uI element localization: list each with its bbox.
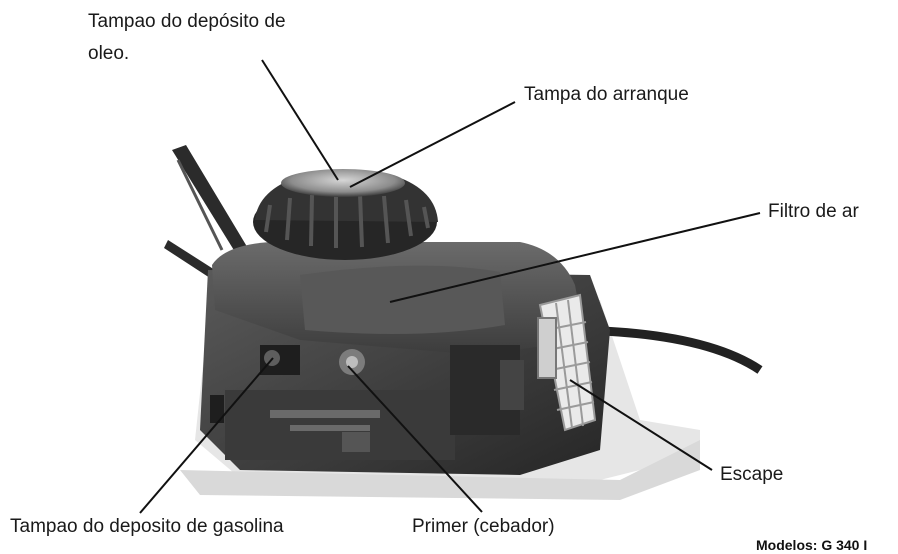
leader-fuel-cap: [139, 357, 274, 514]
oil-cap-label-line1: Tampao do depósito de: [88, 11, 286, 32]
starter-cover: [253, 169, 438, 260]
leader-starter-cover: [349, 101, 516, 188]
exhaust-label: Escape: [720, 464, 784, 485]
primer-label: Primer (cebador): [412, 516, 555, 537]
leader-air-filter: [389, 212, 761, 303]
leader-exhaust: [569, 379, 713, 471]
oil-cap-label-line2: oleo.: [88, 43, 130, 64]
leader-lines: [139, 59, 761, 514]
leader-oil-cap: [261, 59, 339, 181]
fuel-cap-label: Tampao do deposito de gasolina: [10, 516, 284, 537]
mower-handle: [164, 145, 252, 278]
starter-cover-label: Tampa do arranque: [524, 84, 689, 105]
oil-cap: [281, 169, 405, 197]
air-filter-label: Filtro de ar: [768, 201, 859, 222]
exhaust-guard: [537, 293, 597, 432]
models-label: Modelos: G 340 I: [756, 537, 868, 553]
leader-primer: [347, 365, 483, 513]
